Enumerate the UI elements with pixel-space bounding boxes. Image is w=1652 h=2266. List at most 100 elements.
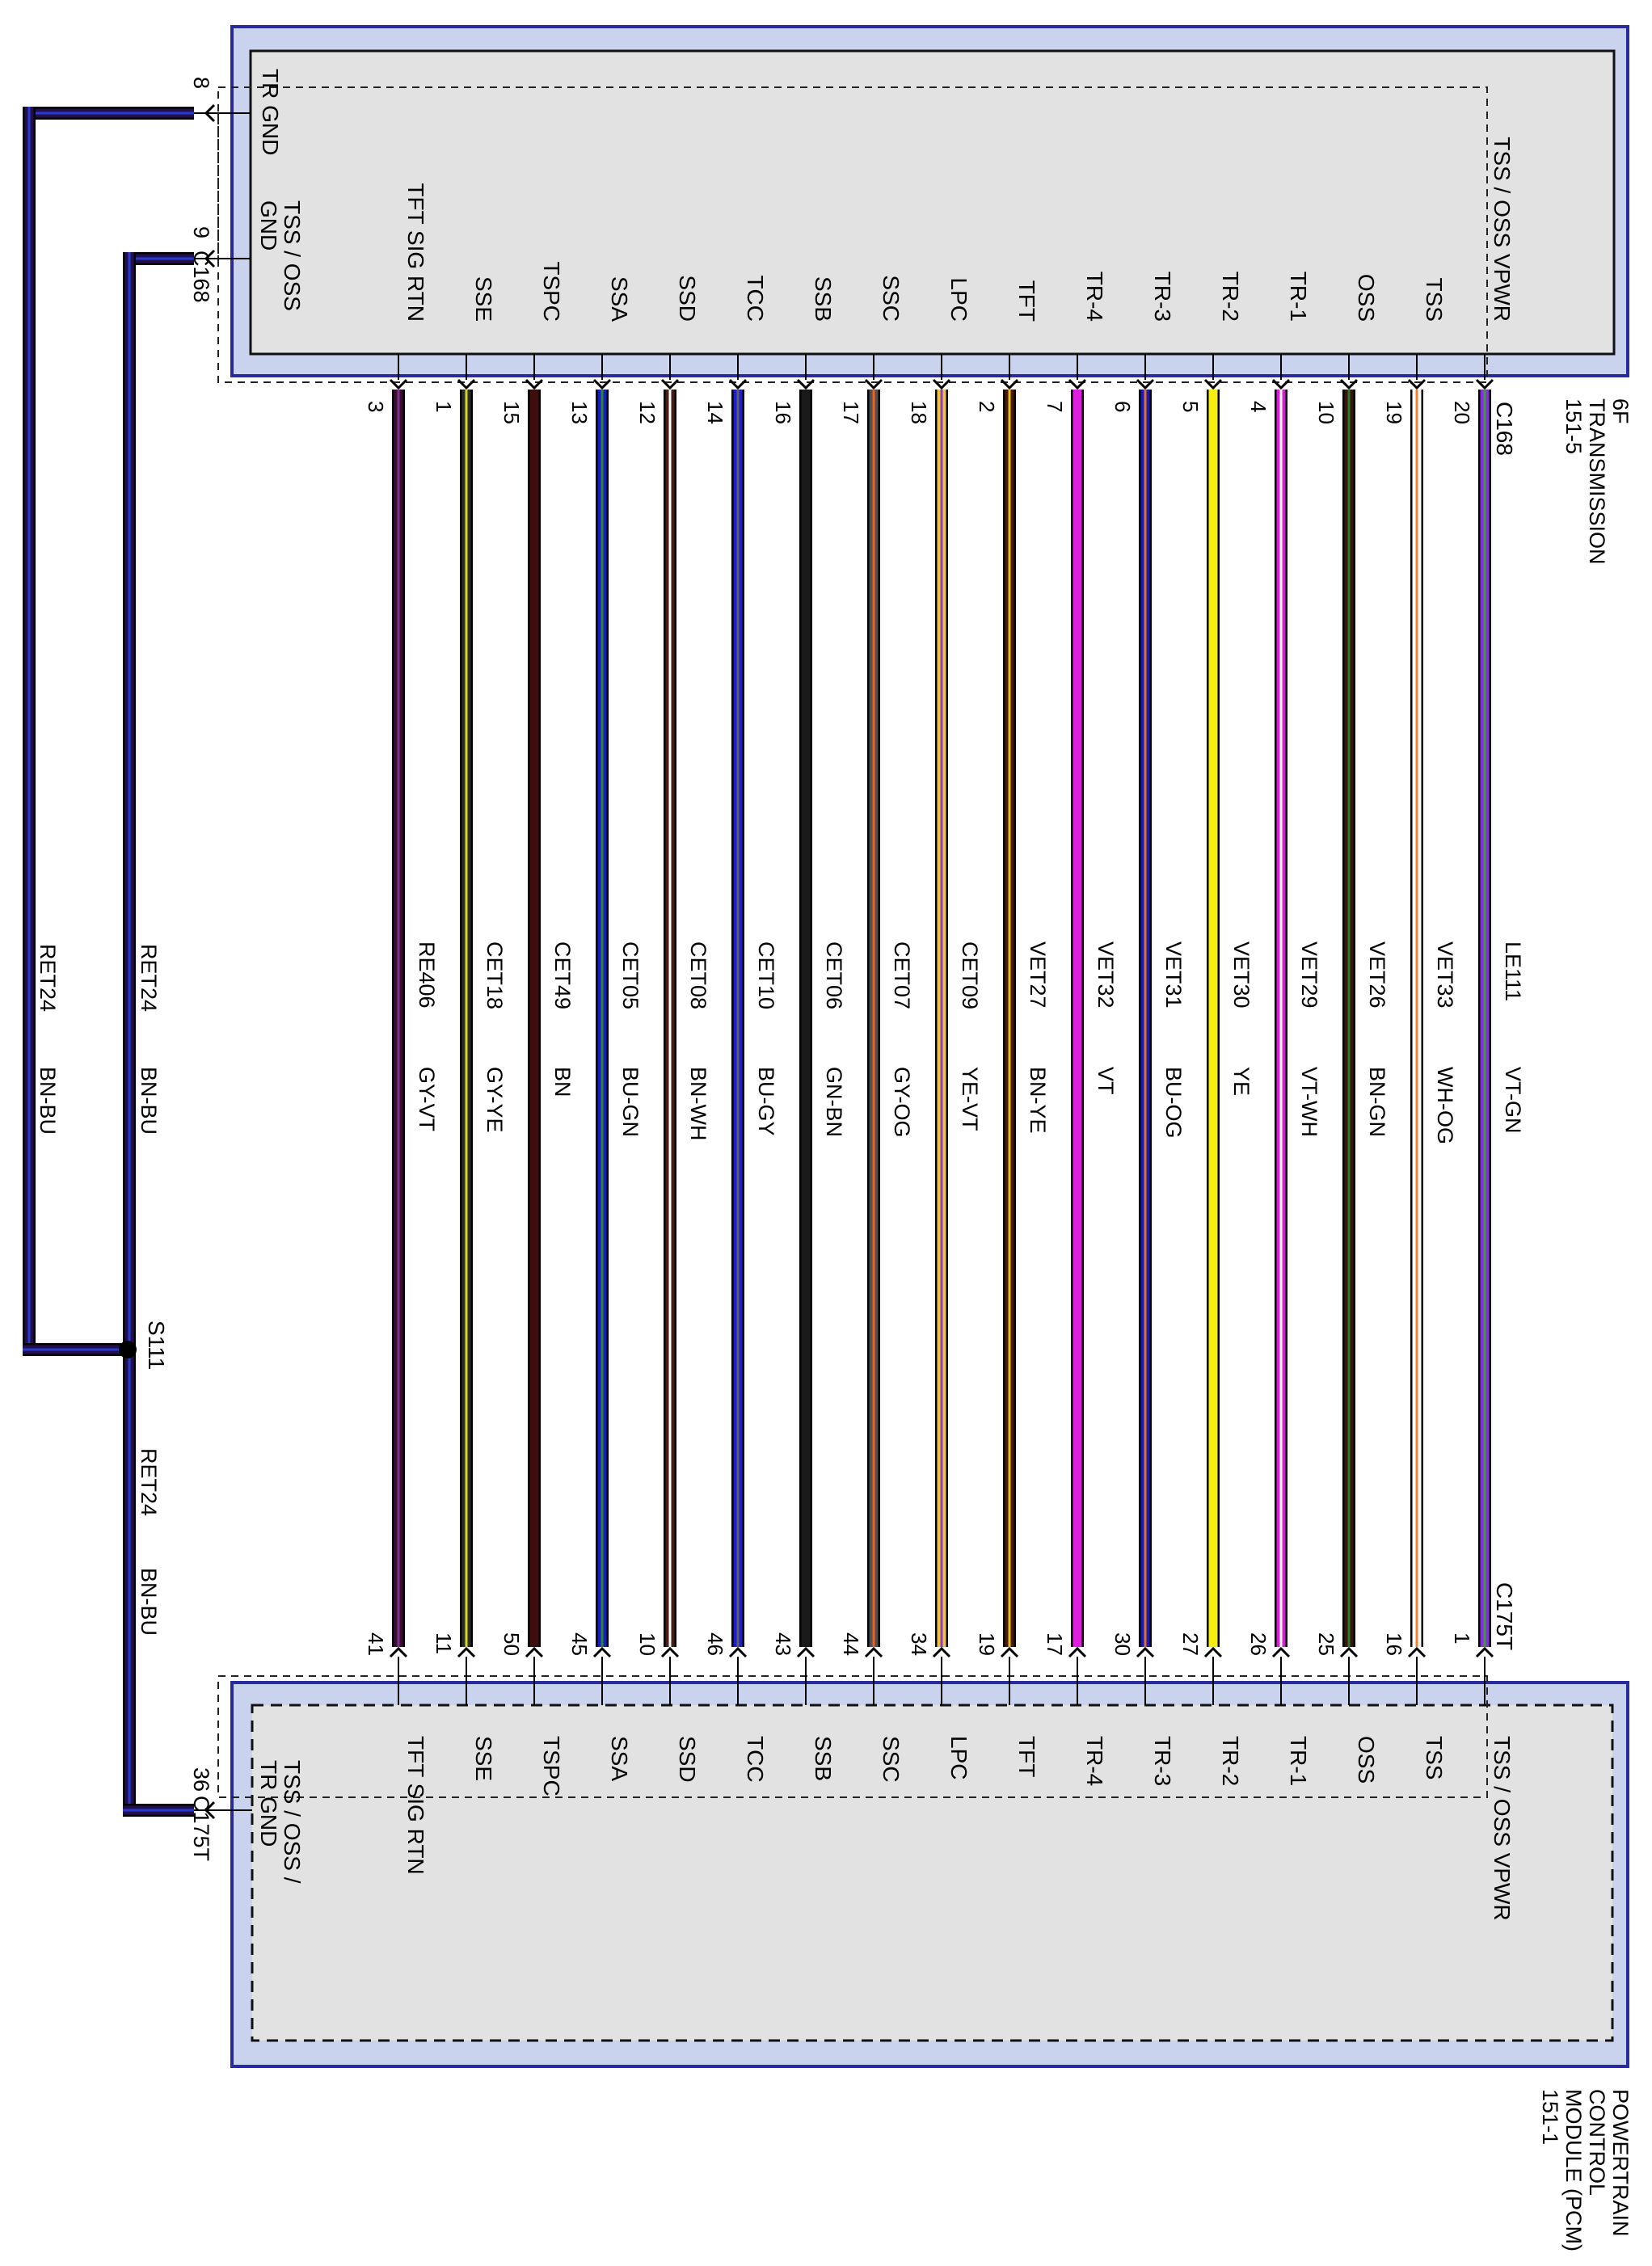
circuit-13-chevron-top [660, 378, 680, 390]
circuit-3-color-code: BN-GN [1365, 1067, 1389, 1137]
circuit-14-circuit-id: CET05 [618, 941, 643, 1009]
circuit-8-trans-signal: TFT [1014, 280, 1039, 322]
circuit-13-color-code: BN-WH [686, 1067, 710, 1140]
pcm-gnd-connector: C175T [189, 1796, 213, 1861]
circuit-5-pcm-signal: TR-2 [1218, 1736, 1243, 1786]
circuit-7-color-code: VT [1094, 1067, 1118, 1095]
circuit-3-trans-pin: 10 [1314, 401, 1338, 424]
circuit-4-trans-signal: TR-1 [1286, 272, 1311, 322]
circuit-5-chevron-bottom [1203, 1646, 1223, 1658]
circuit-16-chevron-bottom [457, 1646, 476, 1658]
circuit-10-trans-signal: SSC [879, 275, 904, 322]
circuit-16-trans-signal: SSE [471, 276, 496, 322]
ground-wires [23, 103, 252, 1820]
circuit-12-color-code: BU-GY [754, 1067, 778, 1136]
pcm-gnd-pin: 36 [189, 1767, 213, 1792]
circuit-2-color-code: WH-OG [1433, 1067, 1457, 1144]
circuit-15-circuit-id: CET49 [550, 941, 575, 1009]
circuit-6-pcm-pin: 30 [1110, 1632, 1135, 1656]
circuit-7-trans-pin: 7 [1043, 401, 1067, 412]
circuit-9-trans-pin: 18 [907, 401, 931, 424]
circuit-3-chevron-bottom [1339, 1646, 1359, 1658]
circuit-1-trans-signal: TSS / OSS VPWR [1490, 137, 1515, 322]
circuit-15-pcm-pin: 50 [499, 1632, 524, 1656]
circuit-12-trans-pin: 14 [703, 401, 727, 424]
ground-circuit-label-low: RET24 [137, 1448, 161, 1516]
circuit-11-circuit-id: CET06 [822, 941, 846, 1009]
circuit-9-pcm-signal: LPC [946, 1736, 971, 1780]
circuit-17-trans-pin: 3 [364, 401, 388, 412]
circuit-10-circuit-id: CET07 [890, 941, 914, 1009]
circuit-4-pcm-pin: 26 [1246, 1632, 1271, 1656]
pcm-gnd-label-2: TR GND [256, 1760, 281, 1847]
circuit-6-circuit-id: VET31 [1161, 941, 1186, 1009]
circuit-6-color-code: BU-OG [1161, 1067, 1186, 1139]
circuit-10-chevron-bottom [864, 1646, 883, 1658]
tss-gnd-connector: C168 [189, 251, 213, 303]
circuit-9-circuit-id: CET09 [958, 941, 982, 1009]
circuit-12-chevron-bottom [728, 1646, 748, 1658]
pcm-connector-label: C175T [1492, 1582, 1517, 1650]
circuit-8-chevron-top [1000, 378, 1019, 390]
circuit-2-pcm-signal: TSS [1422, 1736, 1447, 1780]
circuit-13-trans-pin: 12 [635, 401, 660, 424]
tss-gnd-label-1: TSS / OSS [280, 200, 305, 311]
tr-gnd-label: TR GND [258, 69, 283, 155]
gnd-tr-chevron [204, 103, 216, 123]
circuit-8-chevron-bottom [1000, 1646, 1019, 1658]
gnd-tss-chevron [204, 249, 216, 268]
circuit-4-circuit-id: VET29 [1297, 941, 1321, 1009]
circuit-4-pcm-signal: TR-1 [1286, 1736, 1311, 1786]
circuit-8-color-code: BN-YE [1026, 1067, 1050, 1134]
circuit-14-chevron-top [592, 378, 612, 390]
gnd-pcm-chevron [204, 1801, 216, 1820]
pcm-gnd-label-1: TSS / OSS / [280, 1760, 305, 1884]
pcm-connector-dash [217, 1675, 1488, 1798]
circuit-16-chevron-top [457, 378, 476, 390]
circuit-17-trans-signal: TFT SIG RTN [403, 183, 428, 322]
circuit-17-color-code: GY-VT [415, 1067, 439, 1131]
circuit-17-circuit-id: RE406 [415, 941, 439, 1009]
circuit-2-chevron-bottom [1407, 1646, 1427, 1658]
circuit-3-pcm-pin: 25 [1314, 1632, 1338, 1656]
circuit-11-pcm-pin: 43 [771, 1632, 795, 1656]
circuit-5-trans-pin: 5 [1178, 401, 1203, 412]
circuit-4-trans-pin: 4 [1246, 401, 1271, 412]
circuit-11-pcm-signal: SSB [811, 1736, 836, 1781]
circuit-14-pcm-signal: SSA [607, 1736, 632, 1781]
ground-color-label-low: BN-BU [137, 1568, 161, 1636]
transmission-label-1: 6F [1608, 398, 1633, 424]
transmission-label-3: 151-5 [1561, 398, 1586, 454]
circuit-10-pcm-pin: 44 [839, 1632, 863, 1656]
circuit-3-chevron-top [1339, 378, 1359, 390]
pcm-label-1: POWERTRAIN [1608, 2089, 1633, 2237]
circuit-6-pcm-signal: TR-3 [1150, 1736, 1175, 1786]
splice-s111-dot [119, 1341, 137, 1358]
circuit-16-pcm-pin: 11 [432, 1632, 456, 1654]
circuit-14-chevron-bottom [592, 1646, 612, 1658]
circuit-15-trans-signal: TSPC [539, 261, 564, 322]
circuit-7-circuit-id: VET32 [1094, 941, 1118, 1009]
ground-circuit-label-left: RET24 [36, 944, 60, 1012]
circuit-10-color-code: GY-OG [890, 1067, 914, 1138]
circuit-2-pcm-pin: 16 [1382, 1632, 1406, 1656]
circuit-4-color-code: VT-WH [1297, 1067, 1321, 1137]
circuit-5-circuit-id: VET30 [1229, 941, 1254, 1009]
circuit-17-chevron-top [389, 378, 408, 390]
circuit-16-pcm-signal: SSE [471, 1736, 496, 1781]
circuit-5-trans-signal: TR-2 [1218, 272, 1243, 322]
circuit-9-chevron-bottom [932, 1646, 951, 1658]
pcm-module: POWERTRAIN CONTROL MODULE (PCM) 151-1 C1… [217, 1582, 1633, 2251]
pcm-label-2: CONTROL [1585, 2089, 1609, 2196]
circuit-5-color-code: YE [1229, 1067, 1254, 1096]
circuit-12-chevron-top [728, 378, 748, 390]
circuit-12-pcm-pin: 46 [703, 1632, 727, 1656]
splice-label: S111 [144, 1320, 169, 1370]
circuit-15-color-code: BN [550, 1067, 575, 1097]
circuit-5-pcm-pin: 27 [1178, 1632, 1203, 1656]
circuit-14-pcm-pin: 45 [567, 1632, 592, 1656]
transmission-label-2: TRANSMISSION [1585, 398, 1609, 565]
circuit-3-circuit-id: VET26 [1365, 941, 1389, 1009]
circuit-7-trans-signal: TR-4 [1082, 272, 1107, 322]
circuit-6-chevron-top [1136, 378, 1155, 390]
